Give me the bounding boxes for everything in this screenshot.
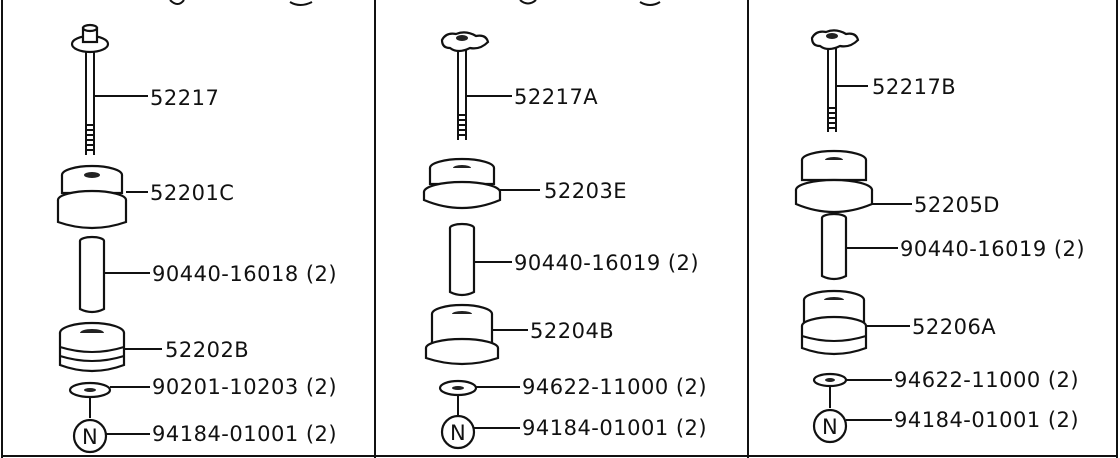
collar-part (448, 222, 476, 297)
bolt-part (810, 29, 860, 132)
collar-label: 90440-16019 (2) (514, 251, 699, 275)
washer-label: 90201-10203 (2) (152, 375, 337, 399)
washer-part (68, 381, 112, 418)
bolt-part (440, 31, 490, 140)
bolt-label: 52217 (150, 86, 219, 110)
nut-label: 94184-01001 (2) (894, 408, 1079, 432)
nut-label: 94184-01001 (2) (152, 422, 337, 446)
upper-cushion-label: 52203E (544, 179, 627, 203)
collar-part (820, 212, 848, 281)
upper-cushion-part (422, 157, 502, 210)
nut-part: N (72, 418, 108, 454)
washer-part (812, 372, 848, 408)
upper-cushion-label: 52205D (914, 193, 1000, 217)
nut-icon: N (82, 425, 98, 449)
panel-3: 52217B 52205D 90440-16019 (2) 52206A (794, 29, 1085, 444)
bolt-label: 52217B (872, 75, 956, 99)
lower-cushion-part (424, 303, 500, 366)
nut-icon: N (450, 421, 466, 445)
washer-label: 94622-11000 (2) (522, 375, 707, 399)
lower-cushion-part (800, 289, 868, 356)
upper-cushion-part (794, 149, 874, 214)
panel-1: 52217 52201C 90440-16018 (2) 52202B (56, 23, 337, 454)
nut-part: N (440, 414, 476, 450)
bolt-label: 52217A (514, 85, 598, 109)
collar-label: 90440-16019 (2) (900, 237, 1085, 261)
upper-cushion-part (56, 164, 128, 230)
washer-part (438, 379, 478, 415)
panel-2: 52217A 52203E 90440-16019 (2) 52204B (422, 31, 707, 450)
collar-part (78, 235, 106, 314)
bolt-part (70, 23, 110, 155)
lower-cushion-label: 52204B (530, 319, 614, 343)
upper-cushion-label: 52201C (150, 181, 234, 205)
header-remnant (169, 0, 661, 6)
nut-part: N (812, 408, 848, 444)
nut-icon: N (822, 415, 838, 439)
nut-label: 94184-01001 (2) (522, 416, 707, 440)
lower-cushion-label: 52206A (912, 315, 996, 339)
washer-label: 94622-11000 (2) (894, 368, 1079, 392)
lower-cushion-label: 52202B (165, 338, 249, 362)
collar-label: 90440-16018 (2) (152, 262, 337, 286)
lower-cushion-part (58, 321, 126, 373)
